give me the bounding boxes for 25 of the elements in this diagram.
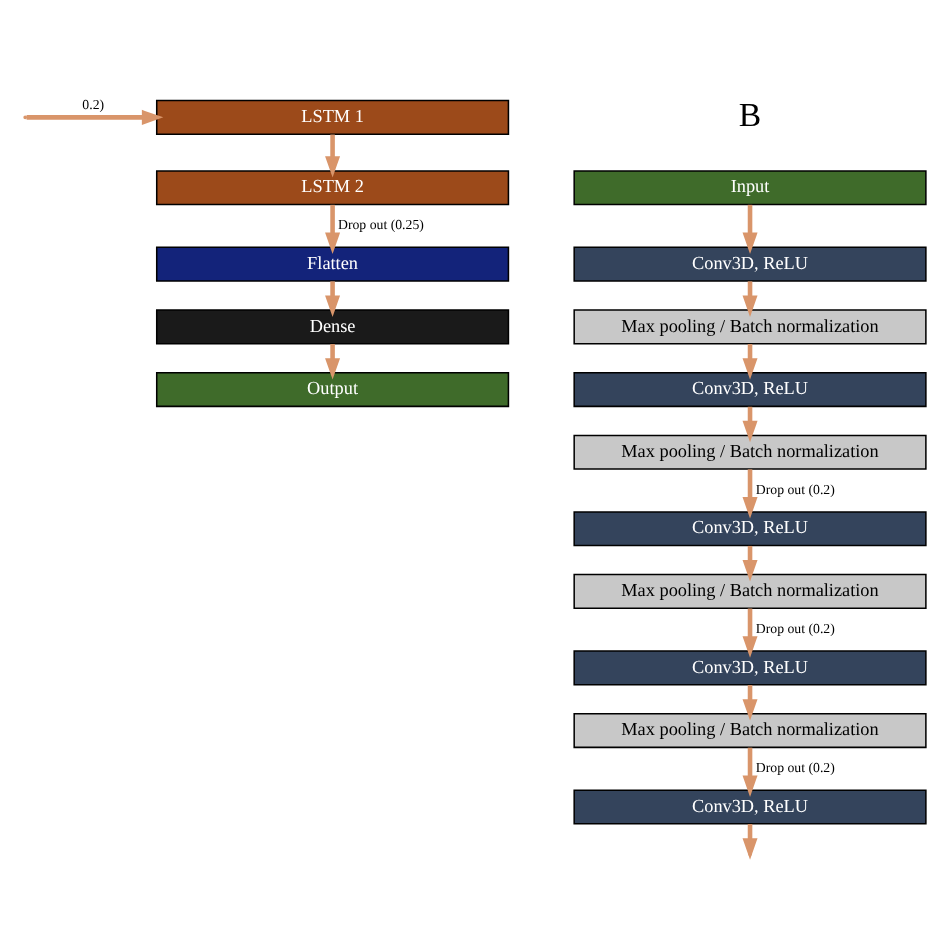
node-box: Conv3D, ReLU — [572, 246, 926, 282]
arrow — [741, 747, 757, 797]
arrow — [741, 204, 757, 255]
arrow — [741, 469, 757, 519]
arrow — [324, 134, 340, 178]
arrow — [324, 344, 340, 380]
arrow — [324, 281, 340, 317]
node-box: Max pooling / Batch normalization — [572, 573, 926, 609]
arrow — [324, 204, 340, 255]
node-box: Conv3D, ReLU — [572, 371, 926, 408]
node-box: LSTM 2 — [154, 170, 509, 206]
node-box: Dense — [154, 309, 509, 345]
node-box: Conv3D, ReLU — [572, 511, 926, 547]
arrow — [741, 608, 757, 658]
label: B — [737, 95, 761, 134]
node-box: Output — [154, 371, 509, 408]
node-box: Max pooling / Batch normalization — [572, 434, 926, 470]
node-box: Conv3D, ReLU — [572, 789, 926, 825]
node-box: Conv3D, ReLU — [572, 650, 926, 686]
node-box: Flatten — [154, 246, 509, 282]
node-box: Max pooling / Batch normalization — [572, 712, 926, 749]
node-box: Max pooling / Batch normalization — [572, 309, 926, 345]
node-box: Input — [572, 170, 926, 206]
arrow — [25, 109, 163, 125]
node-box: LSTM 1 — [154, 99, 509, 135]
